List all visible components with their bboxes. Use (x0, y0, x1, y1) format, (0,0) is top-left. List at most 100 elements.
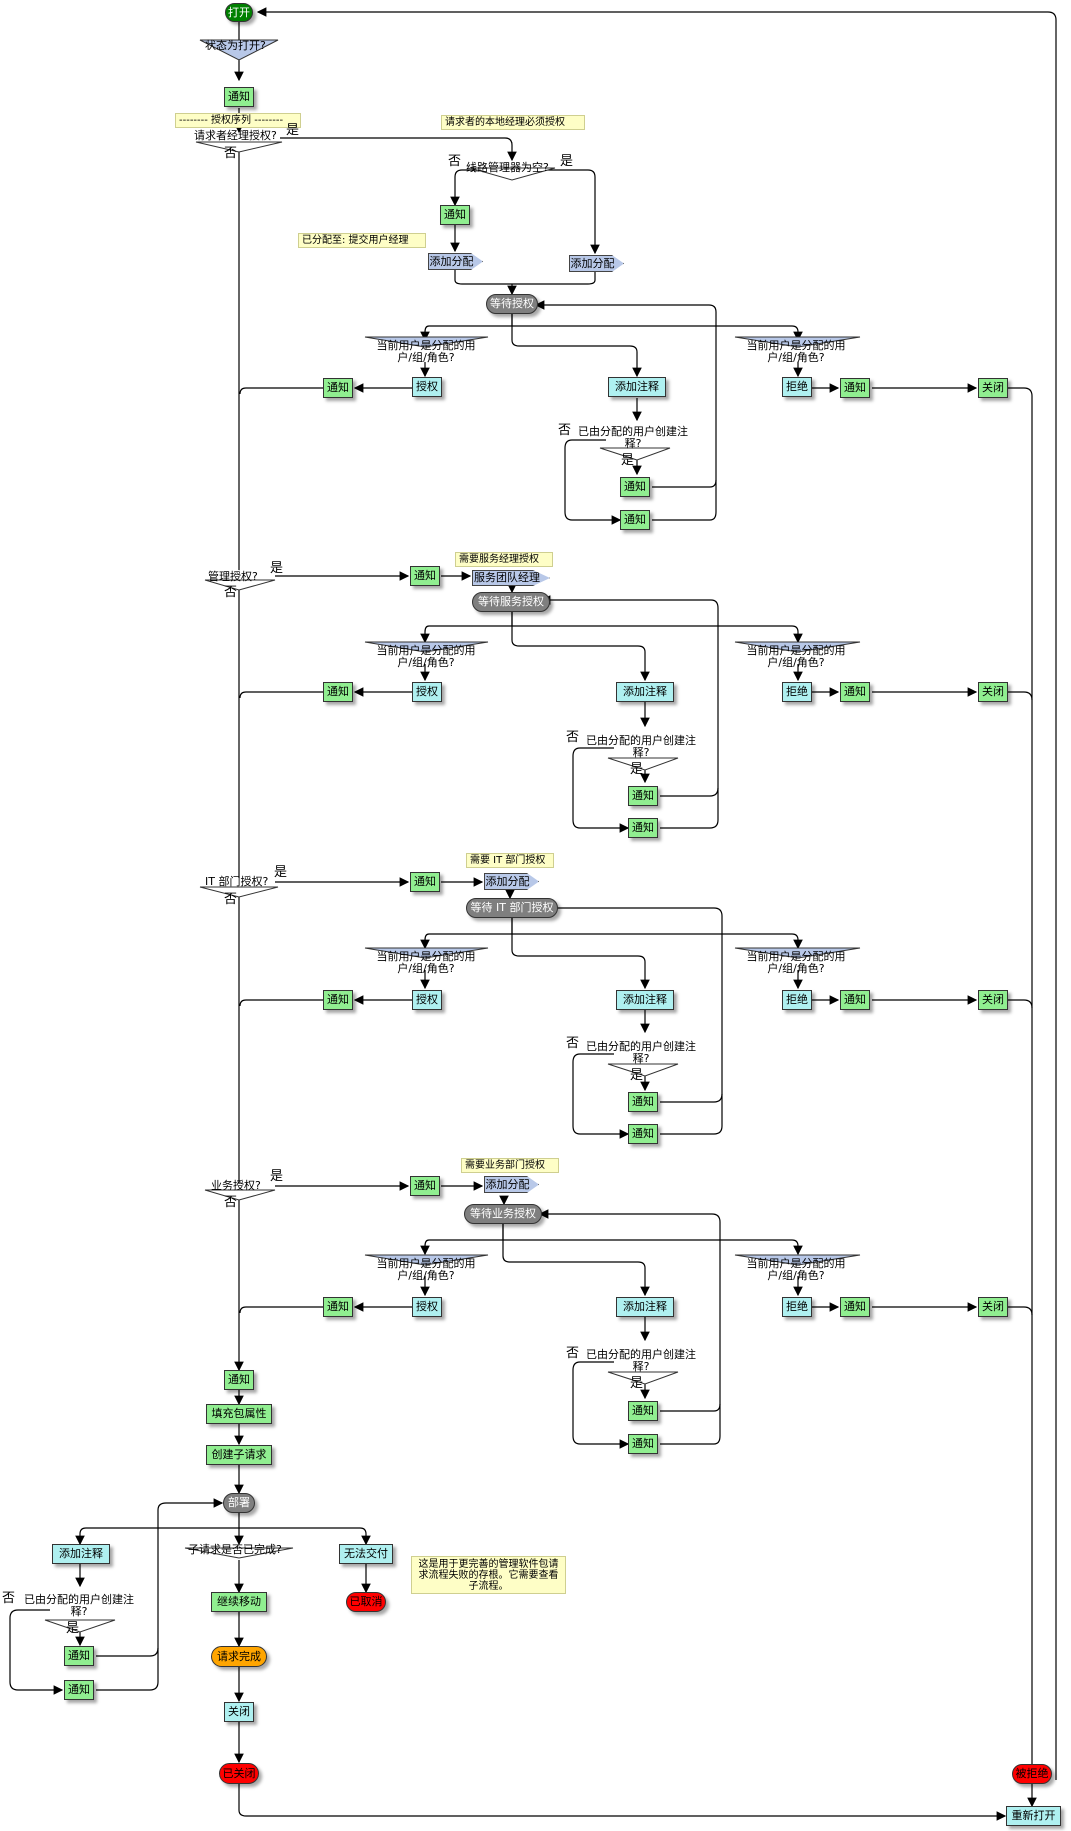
notify-comment-3b: 通知 (628, 1124, 658, 1144)
decision-created-by-3: 已由分配的用户创建注释? (586, 1040, 696, 1065)
note-auth-sequence: -------- 授权序列 -------- (175, 113, 301, 128)
notify-final: 通知 (224, 1370, 254, 1390)
yes-label-4: 是 (270, 561, 284, 576)
decision-biz-auth: 业务授权? (211, 1179, 261, 1192)
no-label-8: 否 (224, 1195, 238, 1210)
decision-line-mgr-empty: 线路管理器为空? (466, 161, 549, 174)
decision-requester-mgr: 请求者经理授权? (194, 129, 277, 142)
reject-1: 拒绝 (782, 377, 812, 397)
decision-created-by-2: 已由分配的用户创建注释? (586, 734, 696, 759)
authorize-4: 授权 (412, 1297, 442, 1317)
yes-label-2: 是 (560, 154, 574, 169)
wait-service-auth: 等待服务授权 (472, 592, 550, 612)
no-label-6: 否 (224, 892, 238, 907)
add-comment-2: 添加注释 (616, 682, 674, 702)
notify-reject-1: 通知 (840, 378, 870, 398)
add-comment-4: 添加注释 (616, 1297, 674, 1317)
notify-line-mgr: 通知 (440, 205, 470, 225)
reject-4: 拒绝 (782, 1297, 812, 1317)
notify-reject-3: 通知 (840, 990, 870, 1010)
authorize-2: 授权 (412, 682, 442, 702)
wait-auth: 等待授权 (486, 294, 538, 314)
decision-current-user-1a: 当前用户是分配的用户/组/角色? (376, 339, 476, 364)
note-stub: 这是用于更完善的管理软件包请求流程失败的存根。它需要查看子流程。 (411, 1556, 566, 1594)
note-assigned-to: 已分配至: 提交用户经理 (298, 233, 426, 248)
no-label-4: 否 (224, 585, 238, 600)
yes-label-9: 是 (630, 1376, 644, 1391)
create-sub-request: 创建子请求 (206, 1445, 272, 1465)
notify-comment-2a: 通知 (628, 786, 658, 806)
cancelled: 已取消 (346, 1592, 386, 1612)
close-1: 关闭 (978, 378, 1008, 398)
wait-it-auth: 等待 IT 部门授权 (466, 898, 558, 918)
notify-it: 通知 (410, 872, 440, 892)
close-2: 关闭 (978, 682, 1008, 702)
decision-current-user-1b: 当前用户是分配的用户/组/角色? (746, 339, 846, 364)
fill-package-attrs: 填充包属性 (206, 1404, 272, 1424)
no-label-9: 否 (566, 1346, 580, 1361)
decision-current-user-4a: 当前用户是分配的用户/组/角色? (376, 1257, 476, 1282)
add-comment-deploy: 添加注释 (52, 1544, 110, 1564)
notify-auth-3: 通知 (323, 990, 353, 1010)
add-assignment-it: 添加分配 (484, 873, 539, 890)
notify-reject-4: 通知 (840, 1297, 870, 1317)
yes-label-5: 是 (630, 762, 644, 777)
add-comment-1: 添加注释 (608, 377, 666, 397)
no-label-10: 否 (2, 1591, 16, 1606)
decision-it-auth: IT 部门授权? (205, 875, 269, 888)
yes-label-6: 是 (274, 865, 288, 880)
notify-mgmt: 通知 (410, 566, 440, 586)
note-biz: 需要业务部门授权 (461, 1158, 559, 1173)
reject-2: 拒绝 (782, 682, 812, 702)
notify-deploy-b: 通知 (64, 1680, 94, 1700)
close-final: 关闭 (224, 1702, 254, 1722)
notify-comment-4a: 通知 (628, 1401, 658, 1421)
notify-comment-3a: 通知 (628, 1092, 658, 1112)
reject-3: 拒绝 (782, 990, 812, 1010)
yes-label-7: 是 (630, 1068, 644, 1083)
service-team-mgr: 服务团队经理 (472, 570, 550, 586)
yes-label-3: 是 (621, 453, 635, 468)
decision-current-user-2a: 当前用户是分配的用户/组/角色? (376, 644, 476, 669)
notify-deploy-a: 通知 (64, 1646, 94, 1666)
close-4: 关闭 (978, 1297, 1008, 1317)
rejected-end: 被拒绝 (1012, 1764, 1052, 1784)
notify-comment-2b: 通知 (628, 818, 658, 838)
yes-label-10: 是 (66, 1621, 80, 1636)
decision-created-by-deploy: 已由分配的用户创建注释? (24, 1593, 134, 1618)
continue-move: 继续移动 (211, 1592, 267, 1612)
closed-end: 已关闭 (219, 1763, 259, 1784)
decision-created-by-1: 已由分配的用户创建注释? (578, 425, 688, 450)
notify-reject-2: 通知 (840, 682, 870, 702)
notify-biz: 通知 (410, 1176, 440, 1196)
note-local-mgr: 请求者的本地经理必须授权 (441, 115, 585, 130)
notify-1: 通知 (224, 87, 254, 107)
deploy: 部署 (223, 1493, 255, 1513)
note-service-mgr: 需要服务经理授权 (455, 552, 553, 567)
no-label-2: 否 (448, 154, 462, 169)
yes-label-8: 是 (270, 1169, 284, 1184)
no-label-5: 否 (566, 730, 580, 745)
authorize-1: 授权 (412, 377, 442, 397)
add-comment-3: 添加注释 (616, 990, 674, 1010)
decision-current-user-2b: 当前用户是分配的用户/组/角色? (746, 644, 846, 669)
add-assignment-1b: 添加分配 (569, 255, 624, 272)
decision-current-user-4b: 当前用户是分配的用户/组/角色? (746, 1257, 846, 1282)
wait-biz-auth: 等待业务授权 (464, 1204, 542, 1224)
note-it: 需要 IT 部门授权 (466, 853, 554, 868)
add-assignment-biz: 添加分配 (484, 1176, 539, 1193)
add-assignment-1a: 添加分配 (428, 253, 483, 270)
decision-current-user-3b: 当前用户是分配的用户/组/角色? (746, 950, 846, 975)
notify-comment-1a: 通知 (620, 477, 650, 497)
no-label-3: 否 (558, 423, 572, 438)
cannot-deliver: 无法交付 (339, 1544, 393, 1564)
notify-auth-4: 通知 (323, 1297, 353, 1317)
authorize-3: 授权 (412, 990, 442, 1010)
notify-comment-4b: 通知 (628, 1434, 658, 1454)
no-label-7: 否 (566, 1036, 580, 1051)
decision-current-user-3a: 当前用户是分配的用户/组/角色? (376, 950, 476, 975)
decision-sub-done: 子请求是否已完成? (188, 1543, 282, 1556)
notify-comment-1b: 通知 (620, 510, 650, 530)
